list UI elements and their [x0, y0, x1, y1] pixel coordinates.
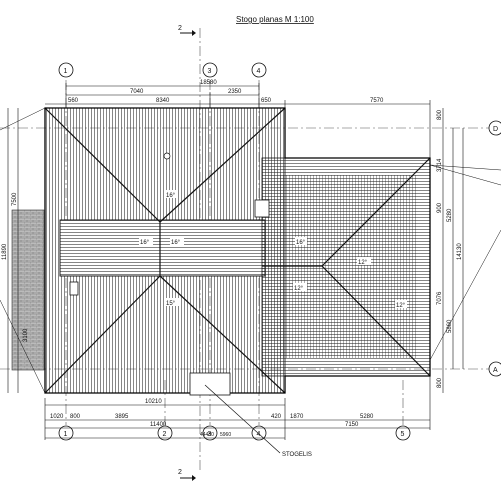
dim-top-row3-b: 8340	[156, 98, 170, 104]
dimension-lines-top	[45, 83, 431, 158]
right-wing-roof	[261, 157, 431, 377]
grid-axis-right-d: D	[488, 120, 501, 136]
dim-top-row3-a: 560	[68, 98, 79, 104]
svg-text:12°: 12°	[396, 303, 406, 309]
dim-top-row3-c: 650	[261, 98, 272, 104]
svg-text:16°: 16°	[296, 240, 306, 246]
dim-right-2: 900	[437, 202, 443, 213]
leader-lines-right	[0, 107, 501, 394]
dim-bottom-row3-b: 7150	[345, 422, 359, 428]
drawing-title: Stogo planas M 1:100	[236, 15, 314, 24]
dim-bottom-row3-a: 11400	[150, 422, 167, 428]
dim-right-0: 800	[437, 109, 443, 120]
dim-top-row2-b: 2350	[228, 89, 242, 95]
dim-bottom-row4-b: 5960	[220, 432, 231, 438]
grid-axis-top-1: 1	[58, 62, 74, 78]
dim-bottom-row2-a: 1020	[50, 414, 64, 420]
svg-text:A: A	[493, 367, 498, 374]
svg-text:3: 3	[208, 431, 212, 438]
grid-axis-bottom-3: 3	[202, 425, 218, 441]
dim-right-5: 14130	[457, 243, 463, 260]
grid-axis-bottom-5: 5	[395, 425, 411, 441]
dim-bottom-row2-b: 800	[70, 414, 81, 420]
grid-axis-bottom-1: 1	[58, 425, 74, 441]
stogelis-callout: STOGELIS	[204, 384, 312, 458]
dim-bottom-row2-c: 3895	[115, 414, 129, 420]
svg-text:15°: 15°	[166, 301, 176, 307]
section-marker-bottom: 2	[178, 469, 196, 481]
svg-text:4: 4	[257, 431, 261, 438]
svg-text:D: D	[493, 126, 498, 133]
dim-bottom-row2-e: 1870	[290, 414, 304, 420]
svg-text:1: 1	[64, 68, 68, 75]
dim-bottom-row4-a: 44480	[200, 432, 214, 438]
svg-text:STOGELIS: STOGELIS	[282, 452, 312, 458]
svg-text:12°: 12°	[294, 286, 304, 292]
dim-top-row3-d: 7570	[370, 98, 384, 104]
svg-text:2: 2	[163, 431, 167, 438]
dim-left-c: 3100	[23, 328, 29, 342]
dim-right-3: 5280	[447, 208, 453, 222]
left-wall-hatch	[11, 209, 45, 371]
svg-text:5: 5	[401, 431, 405, 438]
dimension-lines-bottom	[44, 376, 431, 440]
dormer-bottom	[189, 372, 231, 396]
dim-right-6: 5860	[447, 319, 453, 333]
hip-lines	[44, 107, 431, 394]
vent-circle	[163, 152, 171, 160]
grid-axis-right-a: A	[488, 361, 501, 377]
dim-left-a: 11890	[2, 243, 8, 260]
dimension-lines-right	[442, 108, 464, 393]
main-roof	[44, 107, 286, 394]
section-marker-top: 2	[178, 25, 196, 36]
svg-text:4: 4	[257, 68, 261, 75]
dim-bottom-row1: 10210	[145, 399, 162, 405]
dim-right-1: 3714	[437, 158, 443, 172]
svg-text:2: 2	[178, 25, 182, 32]
svg-text:16°: 16°	[166, 193, 176, 199]
svg-text:1: 1	[64, 431, 68, 438]
dim-bottom-row2-f: 5280	[360, 414, 374, 420]
svg-text:2: 2	[178, 469, 182, 476]
dimension-lines-left	[7, 108, 19, 393]
grid-axis-bottom-2: 2	[157, 425, 173, 441]
grid-axis-bottom-4: 4	[251, 425, 267, 441]
svg-text:3: 3	[208, 68, 212, 75]
slope-labels: 16° 16° 16° 16° 12° 12° 15° 12°	[139, 190, 407, 309]
dim-right-7: 800	[437, 377, 443, 388]
grid-axis-top-4: 4	[251, 62, 267, 78]
dim-left-b: 7500	[12, 192, 18, 206]
svg-text:12°: 12°	[358, 260, 368, 266]
dim-top-row2-a: 7040	[130, 89, 144, 95]
dim-bottom-row2-d: 420	[271, 414, 282, 420]
dim-right-4: 7076	[437, 291, 443, 305]
grid-axis-top-3: 3	[202, 62, 218, 78]
svg-text:16°: 16°	[140, 240, 150, 246]
skylight-upper	[254, 199, 270, 218]
svg-text:16°: 16°	[171, 240, 181, 246]
dim-top-overall: 18580	[200, 80, 217, 86]
skylight-left	[69, 281, 79, 296]
